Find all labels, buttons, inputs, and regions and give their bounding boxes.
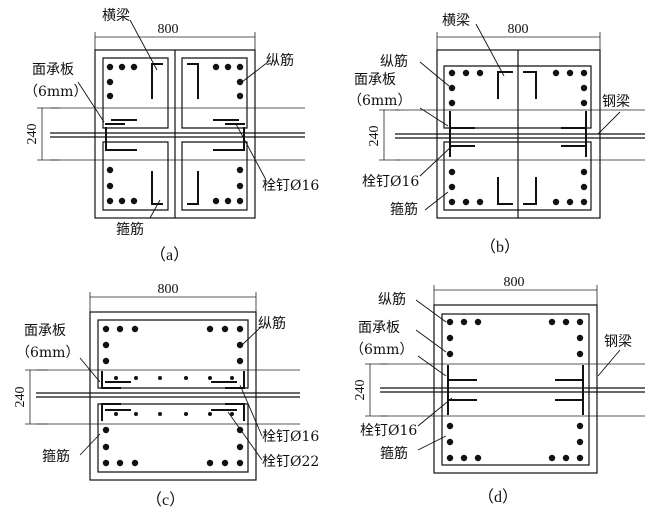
- beam-band-a: [50, 107, 305, 161]
- long-bars-a: [106, 63, 244, 205]
- caption-a: （a）: [150, 246, 189, 264]
- stirrups-b: [443, 65, 592, 211]
- leaders-d: [415, 299, 621, 451]
- dim-800-b: 800: [436, 22, 601, 56]
- panel-c: 800 240: [13, 282, 319, 509]
- panel-b: 800 240: [348, 13, 645, 256]
- dim-800-a-text: 800: [158, 22, 179, 37]
- long-bars-c: [102, 325, 244, 467]
- label-long-bar-a: 纵筋: [266, 52, 294, 69]
- steel-hooks-c: [101, 371, 245, 421]
- label-beam-b: 横梁: [442, 13, 470, 29]
- dim-800-a: 800: [94, 22, 256, 56]
- label-steel-beam-d: 钢梁: [604, 334, 632, 350]
- label-stirrup-a: 箍筋: [116, 221, 144, 238]
- dim-800-d: 800: [433, 275, 598, 310]
- dim-800-b-text: 800: [508, 22, 529, 37]
- dim-800-c: 800: [89, 282, 257, 316]
- steel-hooks-a: [105, 63, 245, 205]
- label-face-plate-thk-b: （6mm）: [348, 93, 411, 109]
- label-stud-a: 栓钉Ø16: [262, 178, 319, 194]
- label-stud22-c: 栓钉Ø22: [262, 454, 319, 470]
- studs-c: [105, 381, 237, 411]
- dim-240-d: 240: [353, 363, 388, 417]
- dim-240-b: 240: [367, 109, 400, 161]
- studs-a: [111, 119, 239, 151]
- leaders-a: [77, 19, 269, 219]
- label-long-bar-c: 纵筋: [258, 315, 286, 332]
- label-steel-beam-b: 钢梁: [602, 94, 630, 110]
- caption-d: （d）: [478, 488, 518, 506]
- label-face-plate-c: 面承板: [24, 323, 66, 339]
- label-face-plate-thk-d: （6mm）: [350, 342, 413, 358]
- stirrup-d: [441, 313, 590, 466]
- dim-240-d-text: 240: [353, 380, 368, 401]
- leaders-c: [79, 325, 263, 461]
- label-stud-b: 栓钉Ø16: [362, 174, 419, 190]
- dim-240-a: 240: [25, 107, 60, 161]
- studs-b: [451, 127, 585, 147]
- caption-b: （b）: [480, 238, 520, 256]
- label-face-plate-d: 面承板: [358, 320, 400, 336]
- label-face-plate-thk-a: （6mm）: [24, 84, 87, 100]
- column-section-c: [89, 311, 257, 481]
- beam-band-c: [36, 369, 300, 425]
- beam-band-d: [380, 363, 645, 417]
- label-long-bar-b: 纵筋: [380, 53, 408, 70]
- label-stud-d: 栓钉Ø16: [360, 423, 417, 439]
- label-face-plate-a: 面承板: [32, 62, 74, 78]
- beam-band-b: [395, 109, 645, 161]
- label-face-plate-b: 面承板: [354, 72, 396, 88]
- long-bars-b: [448, 69, 588, 206]
- leaders-b: [419, 23, 621, 211]
- stirrups-c: [97, 319, 249, 473]
- caption-c: （c）: [146, 491, 185, 509]
- panel-d: 800 240: [350, 275, 645, 506]
- panel-a: 800 240: [24, 8, 319, 264]
- dim-240-c: 240: [13, 369, 48, 425]
- column-section-d: [433, 304, 598, 474]
- steel-hooks-d: [447, 365, 584, 415]
- label-beam-a: 横梁: [102, 8, 130, 24]
- long-bars-d: [446, 318, 584, 462]
- dim-800-c-text: 800: [158, 282, 179, 297]
- label-stirrup-b: 箍筋: [390, 201, 418, 218]
- stirrups-a: [102, 57, 248, 211]
- dim-240-a-text: 240: [25, 124, 40, 145]
- label-long-bar-d: 纵筋: [378, 291, 406, 308]
- dim-240-b-text: 240: [367, 126, 382, 147]
- label-stirrup-d: 箍筋: [380, 445, 408, 462]
- dim-800-d-text: 800: [504, 275, 525, 290]
- steel-hooks-b: [449, 71, 587, 205]
- label-stirrup-c: 箍筋: [42, 448, 70, 465]
- studs-d: [449, 379, 583, 401]
- dim-240-c-text: 240: [13, 387, 28, 408]
- label-face-plate-thk-c: （6mm）: [16, 345, 79, 361]
- label-stud16-c: 栓钉Ø16: [262, 429, 319, 445]
